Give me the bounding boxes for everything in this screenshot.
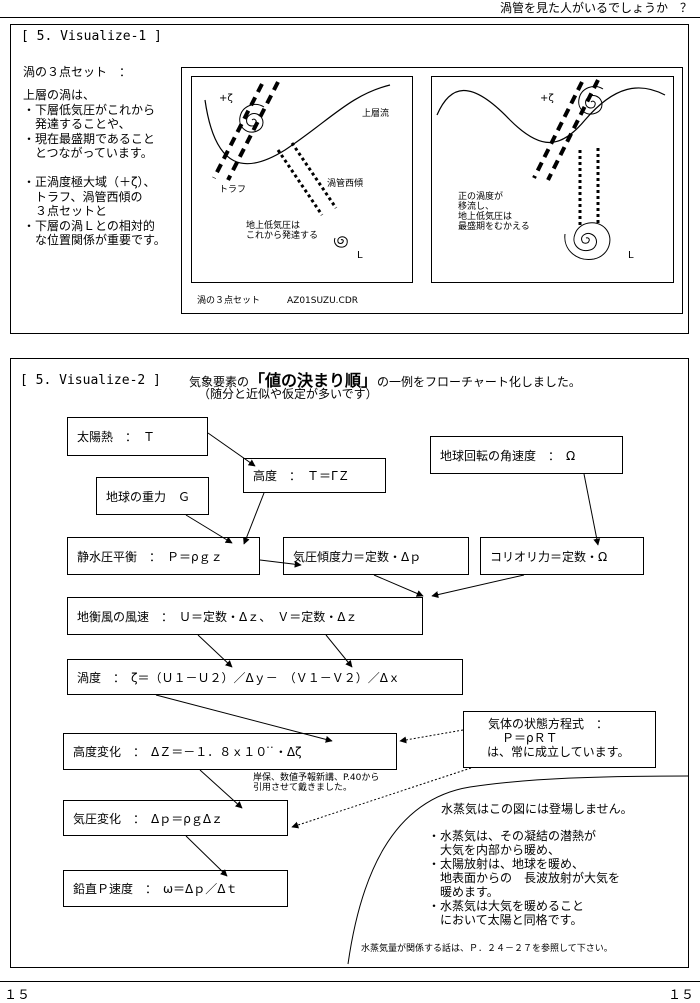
citation-line2: 引用させて戴きました。 <box>253 783 353 793</box>
footer-rule <box>0 981 700 982</box>
water-body: ・水蒸気は、その凝結の潜熱が 大気を内部から暖め、・太陽放射は、地球を暖め、 地… <box>428 829 620 927</box>
state-eq-line3: は、常に成立しています。 <box>487 745 630 759</box>
box-gravity: 地球の重力 Ｇ <box>96 477 209 515</box>
left-surface-line2: これから発達する <box>246 231 319 241</box>
box-state-equation <box>463 711 656 768</box>
figure-caption: 渦の３点セット <box>197 296 261 306</box>
section2-note: （随分と近似や仮定が多いです） <box>198 387 378 401</box>
right-note-4: 最盛期をむかえる <box>458 222 530 232</box>
section1-body-line: トラフ、渦管西傾の <box>23 189 143 204</box>
water-line: 地表面からの 長波放射が大気を <box>428 871 621 885</box>
box-rotation: 地球回転の角速度 ： Ω <box>430 436 623 474</box>
box-coriolis: コリオリ力＝定数・Ω <box>480 537 644 575</box>
section1-body-line: ・下層の渦Ｌとの相対的 <box>23 218 155 233</box>
section1-body-line: ３点セットと <box>23 204 108 218</box>
box-solar: 太陽熱 ： Ｔ <box>67 417 208 456</box>
box-omega: 鉛直Ｐ速度 ： ω＝Δｐ／Δｔ <box>63 870 288 907</box>
section1-body-line: とつながっています。 <box>23 146 153 160</box>
section2-heading: [ 5. Visualize-2 ] <box>20 373 161 388</box>
citation-line1: 岸保、数値予報新講、P.40から <box>253 773 380 783</box>
section1-body-line: ・現在最盛期であること <box>23 131 155 146</box>
right-note-2: 移流し、 <box>458 202 495 212</box>
box-geostrophic: 地衡風の風速 ： Ｕ＝定数・Δｚ、 Ｖ＝定数・Δｚ <box>67 597 423 635</box>
section1-body-line: 発達することや、 <box>23 117 131 131</box>
right-plus-zeta: +ζ <box>540 93 554 104</box>
section1-body-line: ・正渦度極大域（＋ζ）、 <box>23 175 156 189</box>
left-surface-line1: 地上低気圧は <box>246 221 301 231</box>
water-line: において太陽と同格です。 <box>428 913 583 927</box>
section2-title: 気象要素の「値の決まり順」の一例をフローチャート化しました。 <box>189 367 581 391</box>
box-pressure-gradient: 気圧傾度力＝定数・Δｐ <box>283 537 469 575</box>
water-line: 大気を内部から暖め、 <box>428 843 561 857</box>
water-line: 暖めます。 <box>428 885 499 899</box>
left-low: L <box>357 250 363 261</box>
water-line: ・太陽放射は、地球を暖め、 <box>428 857 585 871</box>
water-intro: 水蒸気はこの図には登場しません。 <box>441 802 633 816</box>
right-low: L <box>628 250 634 261</box>
box-height: 高度 ： Ｔ＝ΓＺ <box>243 458 386 493</box>
section1-body-line: な位置関係が重要です。 <box>23 233 166 247</box>
box-height-change: 高度変化 ： ΔＺ＝－１．８ｘ１０ ̇ ̇・Δζ <box>63 733 397 770</box>
figure-right-panel <box>431 76 674 283</box>
section1-heading: [ 5. Visualize-1 ] <box>21 29 162 44</box>
header-question: 渦管を見た人がいるでしょうか ？ <box>499 1 692 15</box>
section1-body-line: 上層の渦は、 <box>23 88 96 102</box>
right-note-3: 地上低気圧は <box>458 212 513 222</box>
left-trough: トラフ <box>219 185 247 195</box>
left-upper-flow: 上層流 <box>362 109 390 119</box>
water-line: ・水蒸気は大気を暖めること <box>428 899 585 913</box>
left-tilt: 渦管西傾 <box>327 179 364 189</box>
state-eq-line1: 気体の状態方程式 ： <box>488 717 609 731</box>
section2-title-post: の一例をフローチャート化しました。 <box>377 375 581 389</box>
water-footnote: 水蒸気量が関係する話は、Ｐ．２４－２７を参照して下さい。 <box>361 944 613 954</box>
section2-title-big: 「値の決まり順」 <box>249 371 378 390</box>
figure-filename: AZ01SUZU.CDR <box>287 296 358 306</box>
left-plus-zeta: +ζ <box>219 93 233 104</box>
state-eq-line2: Ｐ＝ρＲＴ <box>502 731 558 745</box>
section2-title-pre: 気象要素の <box>189 375 250 389</box>
section1-subtitle: 渦の３点セット ： <box>23 65 132 79</box>
section1-body-line: ・下層低気圧がこれから <box>23 102 156 117</box>
page-number-left: １５ <box>4 988 31 1003</box>
water-line: ・水蒸気は、その凝結の潜熱が <box>428 829 597 843</box>
right-note-1: 正の渦度が <box>458 192 504 202</box>
page-number-right: １５ <box>667 988 694 1003</box>
header-rule <box>0 17 700 18</box>
box-vorticity: 渦度 ： ζ＝（Ｕ１－Ｕ２）／Δｙ－ （Ｖ１－Ｖ２）／Δｘ <box>67 659 463 695</box>
box-pressure-change: 気圧変化 ： Δｐ＝ρｇΔｚ <box>63 800 288 836</box>
section1-body: 上層の渦は、・下層低気圧がこれから 発達することや、・現在最盛期であること とつ… <box>23 88 166 248</box>
